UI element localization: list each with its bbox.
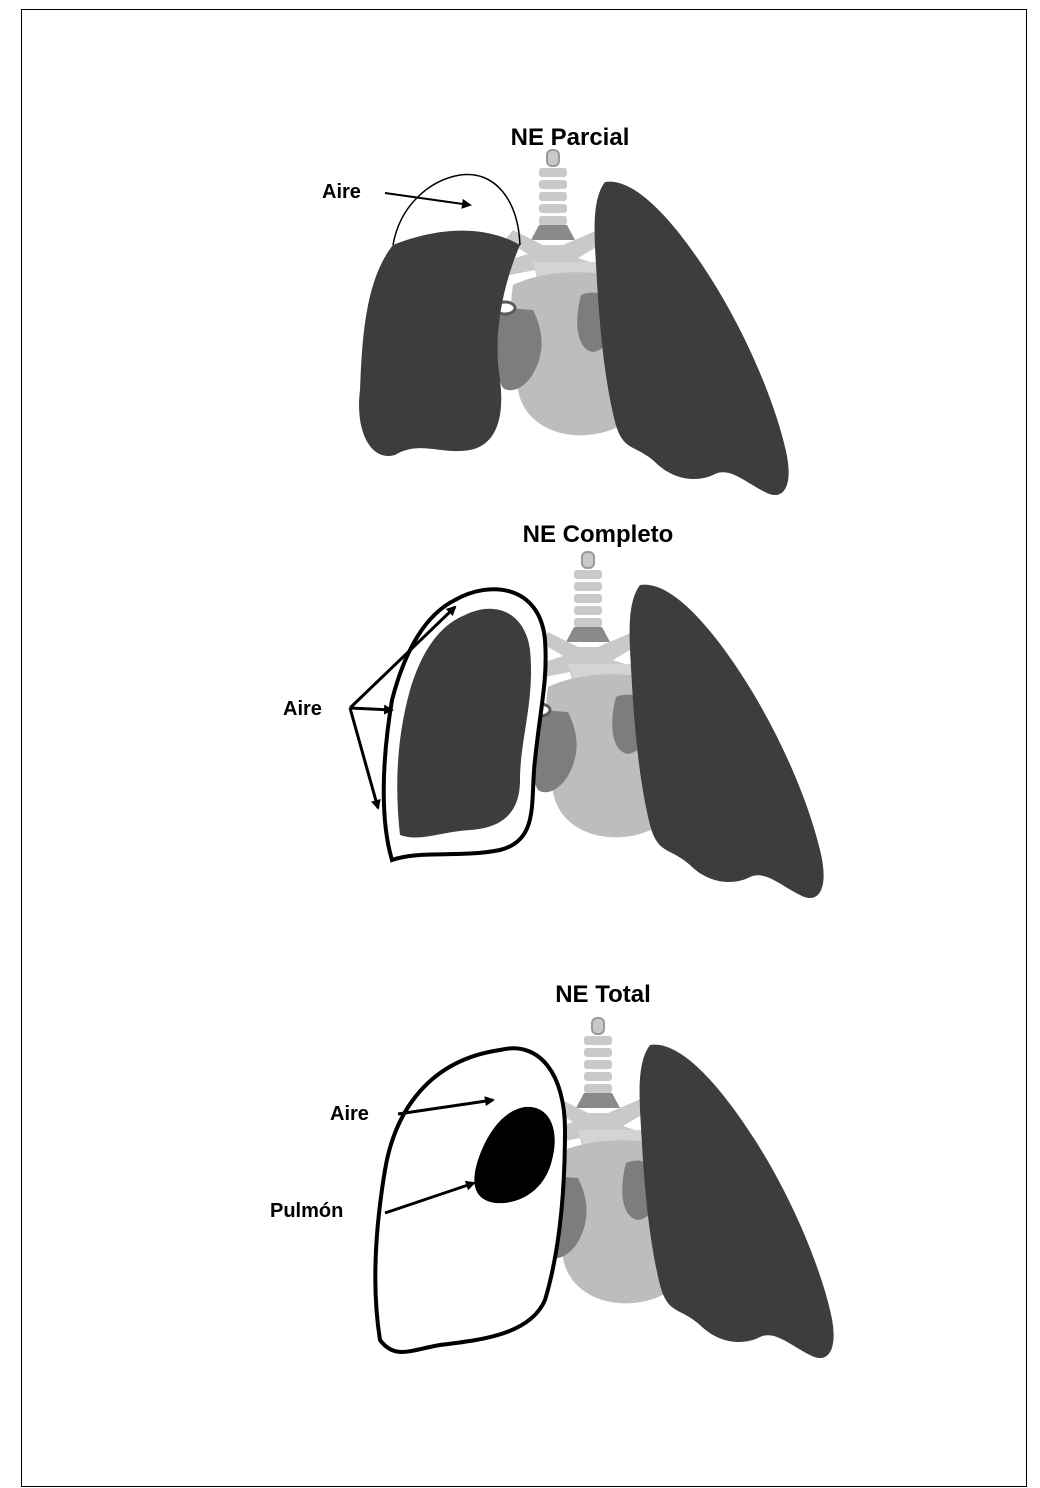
spine: [574, 552, 602, 627]
left-lung: [640, 1045, 834, 1358]
air-outline: [375, 1048, 565, 1352]
air-label: Aire: [283, 698, 322, 720]
air-arrow: [385, 193, 470, 205]
panel-total: NE Total Aire Pulmón: [270, 981, 834, 1358]
left-lung: [595, 182, 789, 495]
panel-complete: NE Completo Aire: [283, 521, 824, 898]
air-label: Aire: [322, 181, 361, 203]
lung-label: Pulmón: [270, 1200, 343, 1222]
panel-title: NE Total: [555, 981, 651, 1008]
spine: [584, 1018, 612, 1093]
spine: [539, 150, 567, 225]
air-arrow-middle: [350, 708, 392, 710]
right-lung-partial: [359, 231, 520, 456]
left-lung: [630, 585, 824, 898]
panel-title: NE Completo: [523, 521, 674, 548]
air-label: Aire: [330, 1103, 369, 1125]
panel-partial: NE Parcial Aire: [322, 124, 789, 495]
air-arrow-lower: [350, 708, 378, 808]
panel-title: NE Parcial: [511, 124, 630, 151]
